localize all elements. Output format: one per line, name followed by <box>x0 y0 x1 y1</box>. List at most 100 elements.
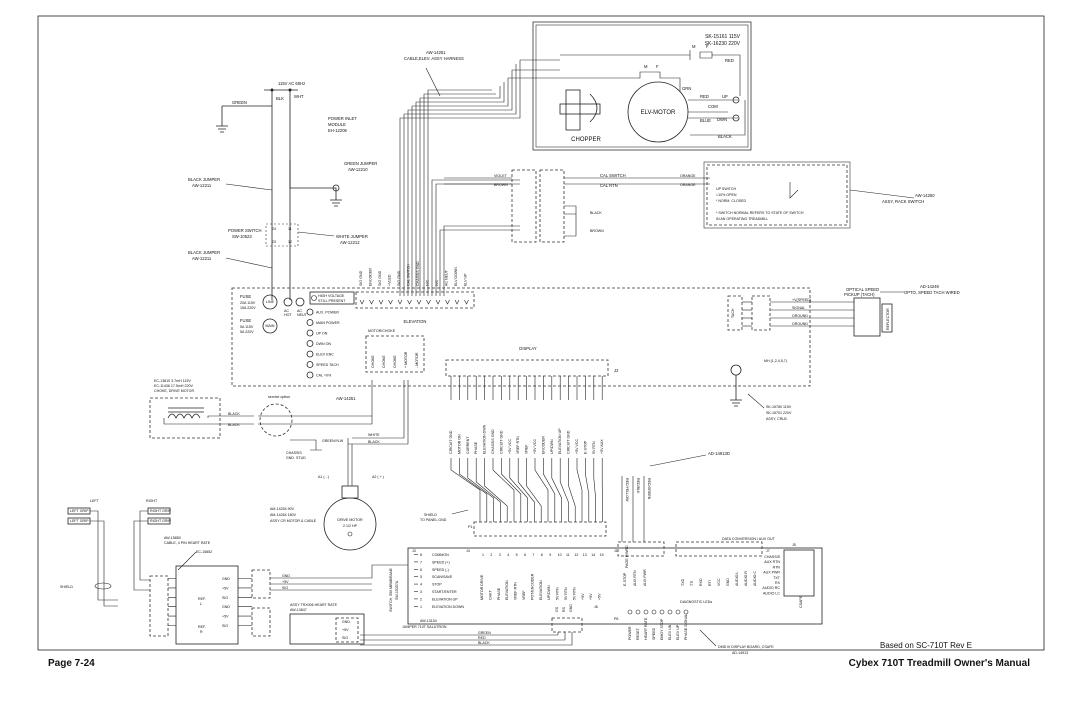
j4-pin-label: VREF RTN <box>514 582 518 600</box>
keypad-pin-number: 3 <box>420 590 422 594</box>
j5-pin-label: CHASSIS <box>764 555 780 559</box>
controller-led-label: SPEED TACH <box>316 363 339 367</box>
display-pin-label: CURRENT <box>466 436 470 454</box>
j7-pin-label: TXD <box>681 578 685 586</box>
svg-text:TACH: TACH <box>731 308 735 318</box>
choke-pin-label: - MOTOR <box>415 352 419 368</box>
svg-text:ASSY TRX006 HEART RATE: ASSY TRX006 HEART RATE <box>290 603 338 607</box>
svg-text:5A 115V: 5A 115V <box>240 325 254 329</box>
j4-pin-number: 7 <box>532 553 534 557</box>
mounting-hole <box>730 364 742 376</box>
diagnostic-led-label: ELEV UP <box>676 624 680 640</box>
display-board-outline <box>407 547 823 625</box>
j7-pin-label: AUDIO R <box>744 571 748 586</box>
optical-signal-label: GROUND <box>792 314 808 318</box>
manual-title: Cybex 710T Treadmill Owner's Manual <box>848 658 1030 669</box>
j5-pin-label: TXT <box>773 576 781 580</box>
j4-pin-number: 6 <box>524 553 526 557</box>
choke-pin-label: CHOKE <box>371 355 375 368</box>
motor-part-220: SK-16230 220V <box>705 41 741 47</box>
svg-text:+5V: +5V <box>342 628 349 632</box>
svg-text:ASSY, CRLB: ASSY, CRLB <box>766 417 787 421</box>
elevation-pin-label: +VLED <box>388 274 392 286</box>
display-pin-label: VREF RTN <box>516 436 520 454</box>
keypad-key-label: SPEED (-) <box>432 568 449 572</box>
heart-rate-row-label: GND <box>222 605 230 609</box>
display-pin-label: CHASSIS GND <box>491 429 495 454</box>
svg-text:2.1/2 HP: 2.1/2 HP <box>343 524 358 528</box>
j1-pin-label: AUX RTN <box>633 570 637 586</box>
svg-text:DIAGNOSTIC LEDs: DIAGNOSTIC LEDs <box>680 600 712 604</box>
svg-text:UP SWITCH: UP SWITCH <box>716 187 737 191</box>
j7-pin-label: VCC <box>717 578 721 586</box>
svg-text:LEFT GRIP: LEFT GRIP <box>70 509 89 513</box>
svg-text:BLACK JUMPER: BLACK JUMPER <box>188 250 220 255</box>
svg-text:ELEVATION: ELEVATION <box>404 319 427 324</box>
j4-pin-number: 11 <box>566 553 570 557</box>
j5-pin-label: RTR <box>773 565 781 569</box>
heart-rate-row-label: GND <box>222 577 230 581</box>
display-pin-label: CIRCUIT GND <box>499 430 503 454</box>
svg-text:SK-15701 220V: SK-15701 220V <box>766 411 792 415</box>
diagnostic-led-label: POWER <box>628 626 632 640</box>
keypad-pin-number: 8 <box>420 553 422 557</box>
display-pin-label: VREF <box>525 444 529 454</box>
svg-text:RIGHT GRIP: RIGHT GRIP <box>150 509 172 513</box>
svg-text:M: M <box>644 64 648 69</box>
svg-text:AW-13154: AW-13154 <box>420 619 437 623</box>
svg-text:RED/BLK: RED/BLK <box>636 478 640 494</box>
svg-text:LEFT GRIP: LEFT GRIP <box>70 519 89 523</box>
optical-signal-label: +V(SPEED) <box>792 298 811 302</box>
controller-led-label: MAIN POWER <box>316 321 340 325</box>
svg-text:OPTICAL SPEED: OPTICAL SPEED <box>846 287 879 292</box>
keypad-key-label: STOP <box>432 583 442 587</box>
svg-text:GREEN: GREEN <box>232 100 247 105</box>
svg-text:MH (1,2,4,5,7): MH (1,2,4,5,7) <box>764 359 787 363</box>
display-pin-label: E-STOP <box>583 440 587 454</box>
svg-text:ASSY CR MOTOR & CABLE: ASSY CR MOTOR & CABLE <box>270 519 317 523</box>
svg-text:M: M <box>692 44 696 49</box>
svg-text:UP: UP <box>722 94 728 99</box>
svg-text:SIG: SIG <box>342 636 348 640</box>
diagnostic-led-label: HEART RATE <box>644 617 648 640</box>
display-pin-label: ENCODER <box>541 436 545 454</box>
keypad-pin-number: 2 <box>420 597 422 601</box>
svg-text:DWN: DWN <box>717 117 727 122</box>
j1-pin-label: AUX PWR <box>643 569 647 586</box>
elevation-pin-label: CHASSIS GND <box>416 261 420 286</box>
display-pin-label: 5V RTN <box>592 441 596 454</box>
j4-pin-label: MOTOR DRIVE <box>480 574 484 600</box>
svg-text:AW-13847: AW-13847 <box>290 608 307 612</box>
svg-text:SW-10523: SW-10523 <box>232 234 252 239</box>
svg-text:SHIELD: SHIELD <box>424 513 437 517</box>
choke-pin-label: + MOTOR <box>404 351 408 368</box>
svg-text:12: 12 <box>288 240 292 244</box>
j4-pin-number: 9 <box>549 553 551 557</box>
drive-motor: DRIVE MOTOR 2.1/2 HP A1 ( - ) A2 ( + ) A… <box>270 475 384 551</box>
display-pin-label: PHASE <box>474 441 478 454</box>
svg-text:AM-14254 90V: AM-14254 90V <box>270 507 295 511</box>
j7-pin-label: GND <box>726 578 730 586</box>
diagnostic-led-label: PHASE SIGNAL <box>684 614 688 640</box>
j7-pin-label: RXD <box>699 578 703 586</box>
svg-text:RIGHT: RIGHT <box>146 499 158 503</box>
controller-led-label: UP ON <box>316 332 328 336</box>
keypad-pin-number: 7 <box>420 560 422 564</box>
svg-text:J3: J3 <box>412 549 416 553</box>
controller-led-label: CAL =0% <box>316 374 332 378</box>
svg-text:WHITE JUMPER: WHITE JUMPER <box>336 234 368 239</box>
svg-text:CABLE, 4 PIN HEART RATE: CABLE, 4 PIN HEART RATE <box>164 541 211 545</box>
j4-pin-number: 4 <box>507 553 509 557</box>
j4-pin-number: 1 <box>482 553 484 557</box>
svg-text:F: F <box>656 64 659 69</box>
elevation-motor-assembly: SK-15161 115V SK-16230 220V ELV-MOTOR CH… <box>532 21 752 151</box>
display-pin-label: +5V VCC <box>508 439 512 454</box>
svg-text:A1 ( - ): A1 ( - ) <box>318 475 329 479</box>
j4-pin-label: 5V RTN <box>564 587 568 600</box>
elevation-pin-label: AC NEUT <box>445 269 449 286</box>
svg-text:J1: J1 <box>614 549 618 553</box>
